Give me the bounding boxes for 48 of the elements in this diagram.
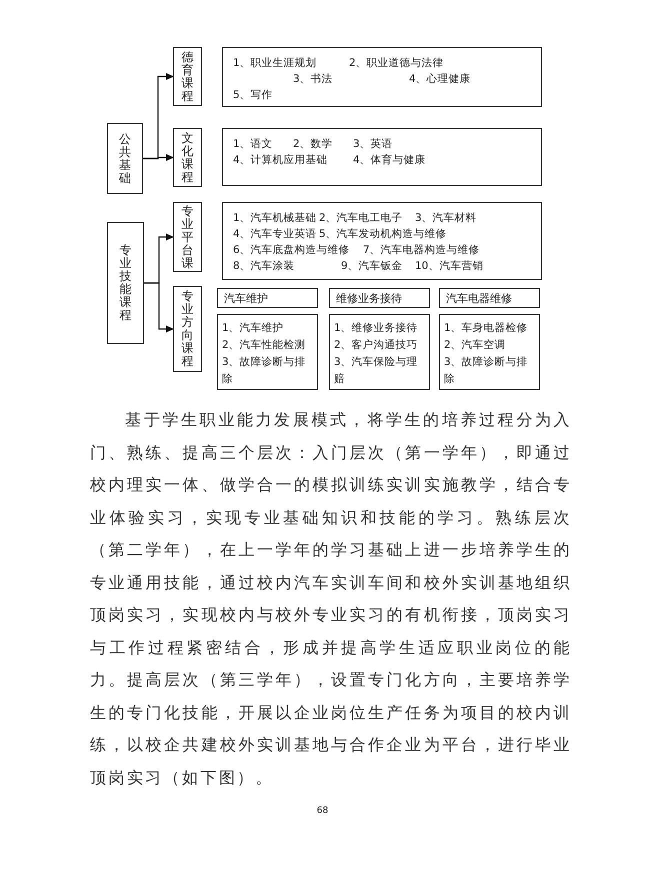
category-box: 文化课程 <box>173 128 202 187</box>
category-box: 公共基础 <box>107 123 143 194</box>
course-item: 2、汽车电工电子 <box>319 211 403 225</box>
course-list-box <box>222 202 542 280</box>
course-item: 1、汽车维护 <box>222 321 285 336</box>
course-item: 3、故障诊断与排除 <box>444 355 529 387</box>
direction-heading-box: 维修业务接待 <box>329 288 430 308</box>
course-item: 4、心理健康 <box>409 72 471 86</box>
course-item: 3、书法 <box>293 72 333 86</box>
course-item: 2、职业道德与法律 <box>349 56 444 70</box>
course-item: 5、写作 <box>233 88 273 102</box>
category-box: 德育课程 <box>173 47 202 106</box>
course-item: 2、数学 <box>293 137 333 151</box>
category-box: 专业技能课程 <box>107 222 144 344</box>
course-item: 1、语文 <box>233 137 273 151</box>
course-item: 1、汽车机械基础 <box>233 211 317 225</box>
course-item: 9、汽车钣金 <box>341 259 403 273</box>
course-item: 4、体育与健康 <box>353 153 426 167</box>
category-box: 专业平台课 <box>173 202 202 272</box>
course-item: 4、计算机应用基础 <box>233 153 328 167</box>
course-item: 1、职业生涯规划 <box>233 56 317 70</box>
course-item: 1、维修业务接待 <box>334 321 419 336</box>
course-item: 3、故障诊断与排除 <box>222 355 307 387</box>
course-list-box <box>329 314 430 390</box>
connector-arrow <box>144 282 174 332</box>
course-item: 7、汽车电器构造与维修 <box>363 243 480 257</box>
course-item: 8、汽车涂装 <box>233 259 295 273</box>
category-box: 专业方向课程 <box>173 286 202 372</box>
course-item: 2、汽车性能检测 <box>222 338 307 353</box>
page-number: 68 <box>316 806 330 816</box>
course-item: 2、汽车空调 <box>444 338 507 353</box>
course-item: 1、车身电器检修 <box>444 321 529 336</box>
course-list-box <box>439 314 540 390</box>
course-list-box <box>217 314 318 390</box>
direction-heading-box: 汽车维护 <box>217 288 318 308</box>
connector-arrow <box>143 154 174 161</box>
course-item: 5、汽车发动机构造与维修 <box>319 227 447 241</box>
course-item: 10、汽车营销 <box>415 259 484 273</box>
course-item: 3、汽车保险与理赔 <box>334 355 419 387</box>
course-item: 3、英语 <box>353 137 393 151</box>
course-list-box <box>222 47 542 107</box>
course-item: 2、客户沟通技巧 <box>334 338 419 353</box>
body-paragraph: 基于学生职业能力发展模式，将学生的培养过程分为入门、熟练、提高三个层次：入门层次（第一学年），即通过校内理实一体、做学合一的模拟训练实训实施教学，结合专业体验实习，实现专业基础知识和技能的学习。熟练层次（第二学年），在上一学年的学习基础上进一步培养学生的专业通用技能，通过校内汽车实训车间和校外实训基地组织顶岗实习，实现校内与校外专业实习的有机衔接，顶岗实习与工作过程紧密结合，形成并提高学生适应职业岗位的能力。提高层次（第三学年），设置专门化方向，主要培养学生的专门化技能，开展以企业岗位生产任务为项目的校内训练，以校企共建校外实训基地与合作企业为平台，进行毕业顶岗实习（如下图）。 <box>90 409 572 788</box>
course-item: 6、汽车底盘构造与维修 <box>233 243 350 257</box>
course-list-box <box>222 128 542 186</box>
course-item: 3、汽车材料 <box>415 211 477 225</box>
course-item: 4、汽车专业英语 <box>233 227 317 241</box>
direction-heading-box: 汽车电器维修 <box>439 288 540 308</box>
